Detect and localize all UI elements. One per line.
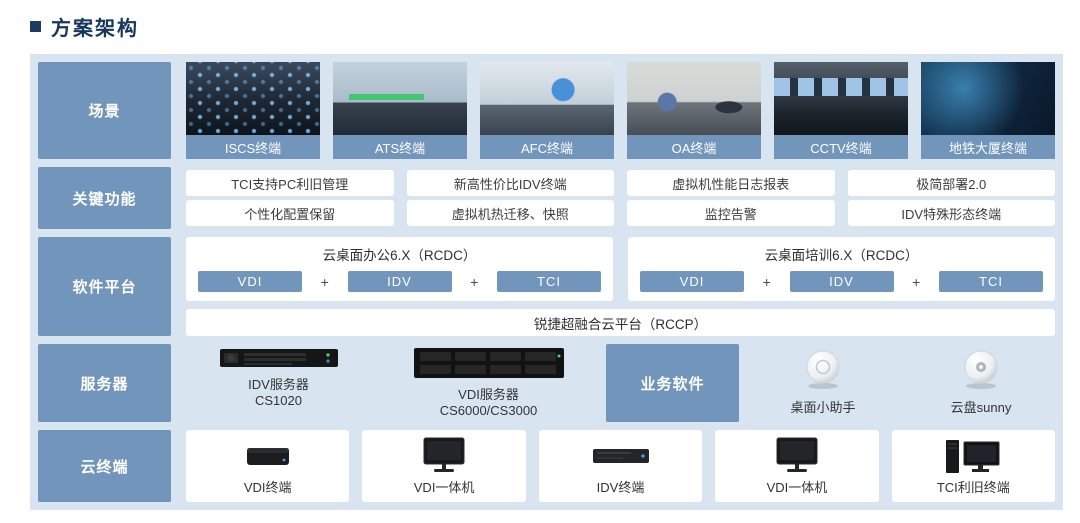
scene-caption-iscs: ISCS终端 <box>186 135 320 159</box>
scene-caption-afc: AFC终端 <box>480 135 614 159</box>
function-box: 个性化配置保留 <box>186 200 394 226</box>
terminals-row-label: 云终端 <box>38 430 171 502</box>
server-idv: IDV服务器 CS1020 <box>186 344 371 422</box>
plus-sign: + <box>320 273 329 290</box>
oa-terminal-photo <box>627 62 761 135</box>
suite-training-components: VDI + IDV + TCI <box>638 271 1045 292</box>
terminals-row-content: VDI终端 VDI一体机 <box>186 430 1056 502</box>
cloud-disk-device-icon <box>958 348 1004 395</box>
scene-row: 场景 ISCS终端 ATS终端 AFC终端 OA终端 <box>38 62 1055 159</box>
terminal-vdi-aio-2-label: VDI一体机 <box>766 480 828 495</box>
suite-office-components: VDI + IDV + TCI <box>196 271 603 292</box>
plus-sign: + <box>762 273 771 290</box>
server-vdi-name: VDI服务器 <box>458 387 519 402</box>
terminal-tci-legacy-label: TCI利旧终端 <box>936 480 1010 495</box>
software-suites: 云桌面办公6.X（RCDC） VDI + IDV + TCI 云桌面培训6.X（… <box>186 237 1055 301</box>
rccp-platform-bar: 锐捷超融合云平台（RCCP） <box>186 309 1055 336</box>
server-idv-name: IDV服务器 <box>248 377 309 392</box>
vdi-aio-monitor-icon <box>769 435 825 477</box>
business-item-desktop-assistant: 桌面小助手 <box>749 344 897 422</box>
functions-row-1: TCI支持PC利旧管理 新高性价比IDV终端 虚拟机性能日志报表 极简部署2.0 <box>186 170 1055 196</box>
server-vdi-model: CS6000/CS3000 <box>439 403 538 418</box>
cctv-terminal-photo <box>774 62 908 135</box>
terminal-idv: IDV终端 <box>538 430 703 502</box>
scene-item-iscs: ISCS终端 <box>186 62 320 159</box>
servers-row: 服务器 <box>38 344 1055 422</box>
scene-caption-ats: ATS终端 <box>333 135 467 159</box>
functions-row-label: 关键功能 <box>38 167 171 229</box>
component-idv: IDV <box>789 271 894 292</box>
servers-row-label: 服务器 <box>38 344 171 422</box>
scene-item-cctv: CCTV终端 <box>774 62 908 159</box>
desktop-assistant-device-icon <box>800 348 846 395</box>
server-idv-model: CS1020 <box>255 393 302 408</box>
idv-terminal-box-icon <box>589 435 653 477</box>
software-row-label: 软件平台 <box>38 237 171 336</box>
function-box: 极简部署2.0 <box>847 170 1055 196</box>
terminal-vdi-aio-1: VDI一体机 <box>362 430 526 502</box>
scene-row-content: ISCS终端 ATS终端 AFC终端 OA终端 CCTV终端 <box>186 62 1055 159</box>
metro-tower-terminal-photo <box>921 62 1055 135</box>
plus-sign: + <box>470 273 479 290</box>
function-box: 监控告警 <box>627 200 835 226</box>
rack-server-2u-icon <box>413 347 564 384</box>
vdi-terminal-box-icon <box>240 435 296 477</box>
suite-training-title: 云桌面培训6.X（RCDC） <box>764 248 919 263</box>
function-box: 虚拟机热迁移、快照 <box>406 200 614 226</box>
afc-terminal-photo <box>480 62 614 135</box>
component-tci: TCI <box>939 271 1043 292</box>
component-tci: TCI <box>497 271 601 292</box>
server-vdi: VDI服务器 CS6000/CS3000 <box>381 344 596 422</box>
scene-caption-oa: OA终端 <box>627 135 761 159</box>
rack-server-1u-icon <box>219 347 338 374</box>
page-title: 方案架构 <box>30 12 139 41</box>
scene-caption-cctv: CCTV终端 <box>774 135 908 159</box>
scene-caption-metro-tower: 地铁大厦终端 <box>921 135 1055 159</box>
functions-row: 关键功能 TCI支持PC利旧管理 新高性价比IDV终端 虚拟机性能日志报表 极简… <box>38 167 1055 229</box>
scene-item-afc: AFC终端 <box>480 62 614 159</box>
terminal-tci-legacy: TCI利旧终端 <box>891 430 1056 502</box>
suite-training: 云桌面培训6.X（RCDC） VDI + IDV + TCI <box>628 237 1055 301</box>
title-bullet-icon <box>30 21 41 32</box>
scene-item-ats: ATS终端 <box>333 62 467 159</box>
scene-item-metro-tower: 地铁大厦终端 <box>921 62 1055 159</box>
terminal-vdi-label: VDI终端 <box>243 480 292 495</box>
business-software-block: 业务软件 <box>606 344 739 422</box>
suite-office-title: 云桌面办公6.X（RCDC） <box>322 248 477 263</box>
business-item-cloud-disk: 云盘sunny <box>907 344 1055 422</box>
scene-item-oa: OA终端 <box>627 62 761 159</box>
desktop-assistant-label: 桌面小助手 <box>790 400 856 415</box>
terminal-vdi-aio-2: VDI一体机 <box>715 430 879 502</box>
terminal-vdi-aio-label: VDI一体机 <box>413 480 475 495</box>
iscs-terminal-photo <box>186 62 320 135</box>
cloud-disk-label: 云盘sunny <box>950 400 1012 415</box>
software-row: 软件平台 云桌面办公6.X（RCDC） VDI + IDV + TCI <box>38 237 1055 336</box>
functions-row-2: 个性化配置保留 虚拟机热迁移、快照 监控告警 IDV特殊形态终端 <box>186 200 1055 226</box>
functions-row-content: TCI支持PC利旧管理 新高性价比IDV终端 虚拟机性能日志报表 极简部署2.0… <box>186 167 1055 229</box>
page-title-text: 方案架构 <box>51 18 139 40</box>
architecture-panel: 场景 ISCS终端 ATS终端 AFC终端 OA终端 <box>30 54 1063 510</box>
terminal-vdi: VDI终端 <box>186 430 350 502</box>
function-box: 新高性价比IDV终端 <box>406 170 614 196</box>
terminals-row: 云终端 VDI终端 <box>38 430 1056 502</box>
vdi-aio-monitor-icon <box>416 435 472 477</box>
terminal-idv-label: IDV终端 <box>596 480 645 495</box>
component-idv: IDV <box>347 271 452 292</box>
plus-sign: + <box>912 273 921 290</box>
function-box: TCI支持PC利旧管理 <box>186 170 394 196</box>
function-box: 虚拟机性能日志报表 <box>627 170 835 196</box>
servers-row-content: IDV服务器 CS1020 <box>186 344 1055 422</box>
suite-office: 云桌面办公6.X（RCDC） VDI + IDV + TCI <box>186 237 613 301</box>
tci-legacy-pc-icon <box>944 435 1002 477</box>
function-box: IDV特殊形态终端 <box>847 200 1055 226</box>
software-row-content: 云桌面办公6.X（RCDC） VDI + IDV + TCI 云桌面培训6.X（… <box>186 237 1055 336</box>
component-vdi: VDI <box>640 271 744 292</box>
ats-terminal-photo <box>333 62 467 135</box>
scene-row-label: 场景 <box>38 62 171 159</box>
component-vdi: VDI <box>198 271 302 292</box>
